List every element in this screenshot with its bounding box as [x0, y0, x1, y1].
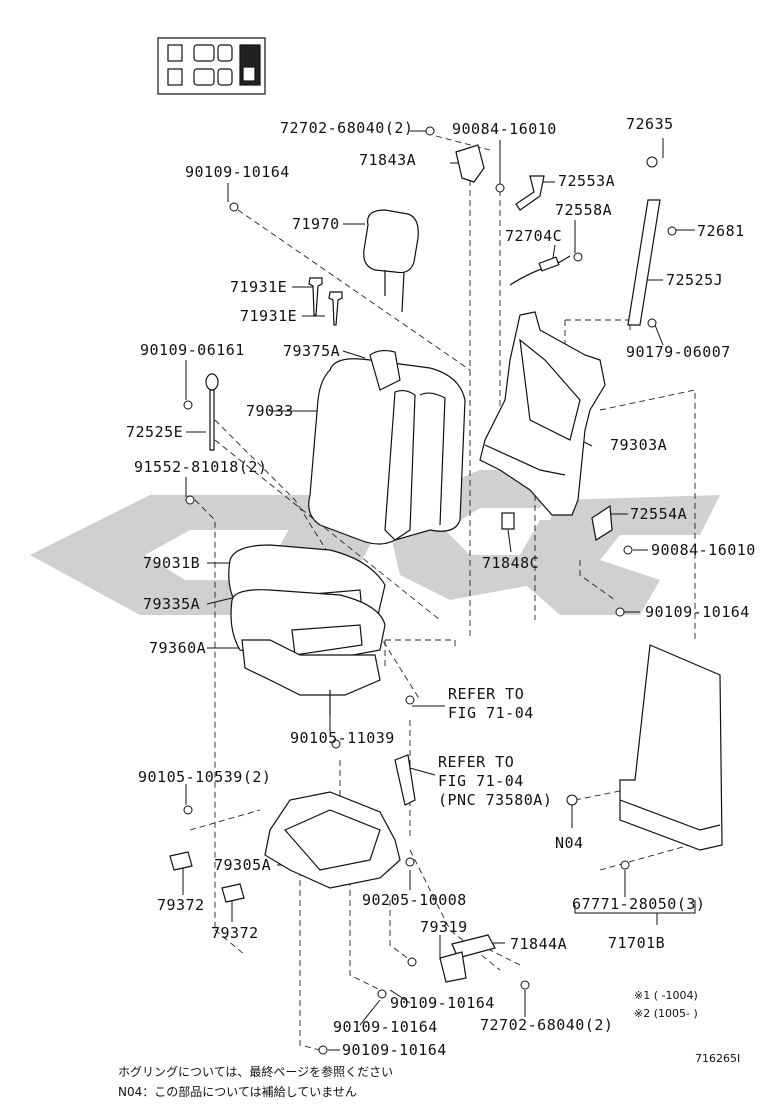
part-label: FIG 71-04: [448, 704, 534, 722]
part-label: 67771-28050(3): [572, 895, 706, 913]
back-board: [619, 644, 723, 851]
seat-cushion-frame: [241, 639, 381, 696]
part-label: 71931E: [230, 278, 288, 296]
part-label: 90109-10164: [185, 163, 290, 181]
part-label: 79303A: [610, 436, 668, 454]
part-label: N04: [555, 834, 584, 852]
part-label: 90109-06161: [140, 341, 245, 359]
part-label: 71844A: [510, 935, 568, 953]
part-label: 90109-10164: [645, 603, 750, 621]
part-label: 72702-68040(2): [280, 119, 414, 137]
part-label: 79372: [157, 896, 205, 914]
part-label: 71843A: [359, 151, 417, 169]
part-label: 90109-10164: [390, 994, 495, 1012]
part-label: 72702-68040(2): [480, 1016, 614, 1034]
seat-back-frame: [479, 311, 606, 516]
part-drawings: [169, 144, 723, 983]
part-label: FIG 71-04: [438, 772, 524, 790]
part-label: 71970: [292, 215, 340, 233]
legend-line-2: ※2 (1005- ): [634, 1007, 698, 1020]
part-label: 90105-10539(2): [138, 768, 272, 786]
part-label: 90105-11039: [290, 729, 395, 747]
part-label: REFER TO: [438, 753, 515, 771]
part-label: 72704C: [505, 227, 563, 245]
part-label: 79031B: [143, 554, 201, 572]
part-label: (PNC 73580A): [438, 791, 553, 809]
headrest: [363, 209, 419, 274]
leader-lines: [182, 130, 696, 1051]
part-label: 72525E: [126, 423, 184, 441]
part-label: 79305A: [214, 856, 272, 874]
part-label: 71701B: [608, 934, 666, 952]
seat-map-icon: [157, 37, 266, 95]
seat-back-pad: [308, 358, 466, 545]
part-label: 71848C: [482, 554, 540, 572]
footnote-1: ホグリングについては、最終ページを参照ください: [118, 1065, 394, 1079]
part-label: 79033: [246, 402, 294, 420]
part-label: 90084-16010: [651, 541, 756, 559]
part-label: 79335A: [143, 595, 201, 613]
part-label: 90205-10008: [362, 891, 467, 909]
part-label: 79372: [211, 924, 259, 942]
part-label: 79360A: [149, 639, 207, 657]
seat-lower-frame: [264, 791, 401, 889]
part-label: 90109-10164: [333, 1018, 438, 1036]
part-label: 71931E: [240, 307, 298, 325]
part-label: 79375A: [283, 342, 341, 360]
figure-code: 716265I: [695, 1052, 741, 1065]
part-label: 72525J: [666, 271, 724, 289]
part-label: 72635: [626, 115, 674, 133]
part-label: 90084-16010: [452, 120, 557, 138]
part-label: 72554A: [630, 505, 688, 523]
part-label: 72553A: [558, 172, 616, 190]
fasteners: [183, 126, 677, 1055]
part-label: 90109-10164: [342, 1041, 447, 1059]
part-label: 72681: [697, 222, 745, 240]
legend-line-1: ※1 ( -1004): [634, 989, 698, 1002]
part-label: 90179-06007: [626, 343, 731, 361]
footnote-2: N04：この部品については補給していません: [118, 1085, 357, 1099]
part-label: REFER TO: [448, 685, 525, 703]
part-label: 91552-81018(2): [134, 458, 268, 476]
part-label: 79319: [420, 918, 468, 936]
part-label: 72558A: [555, 201, 613, 219]
